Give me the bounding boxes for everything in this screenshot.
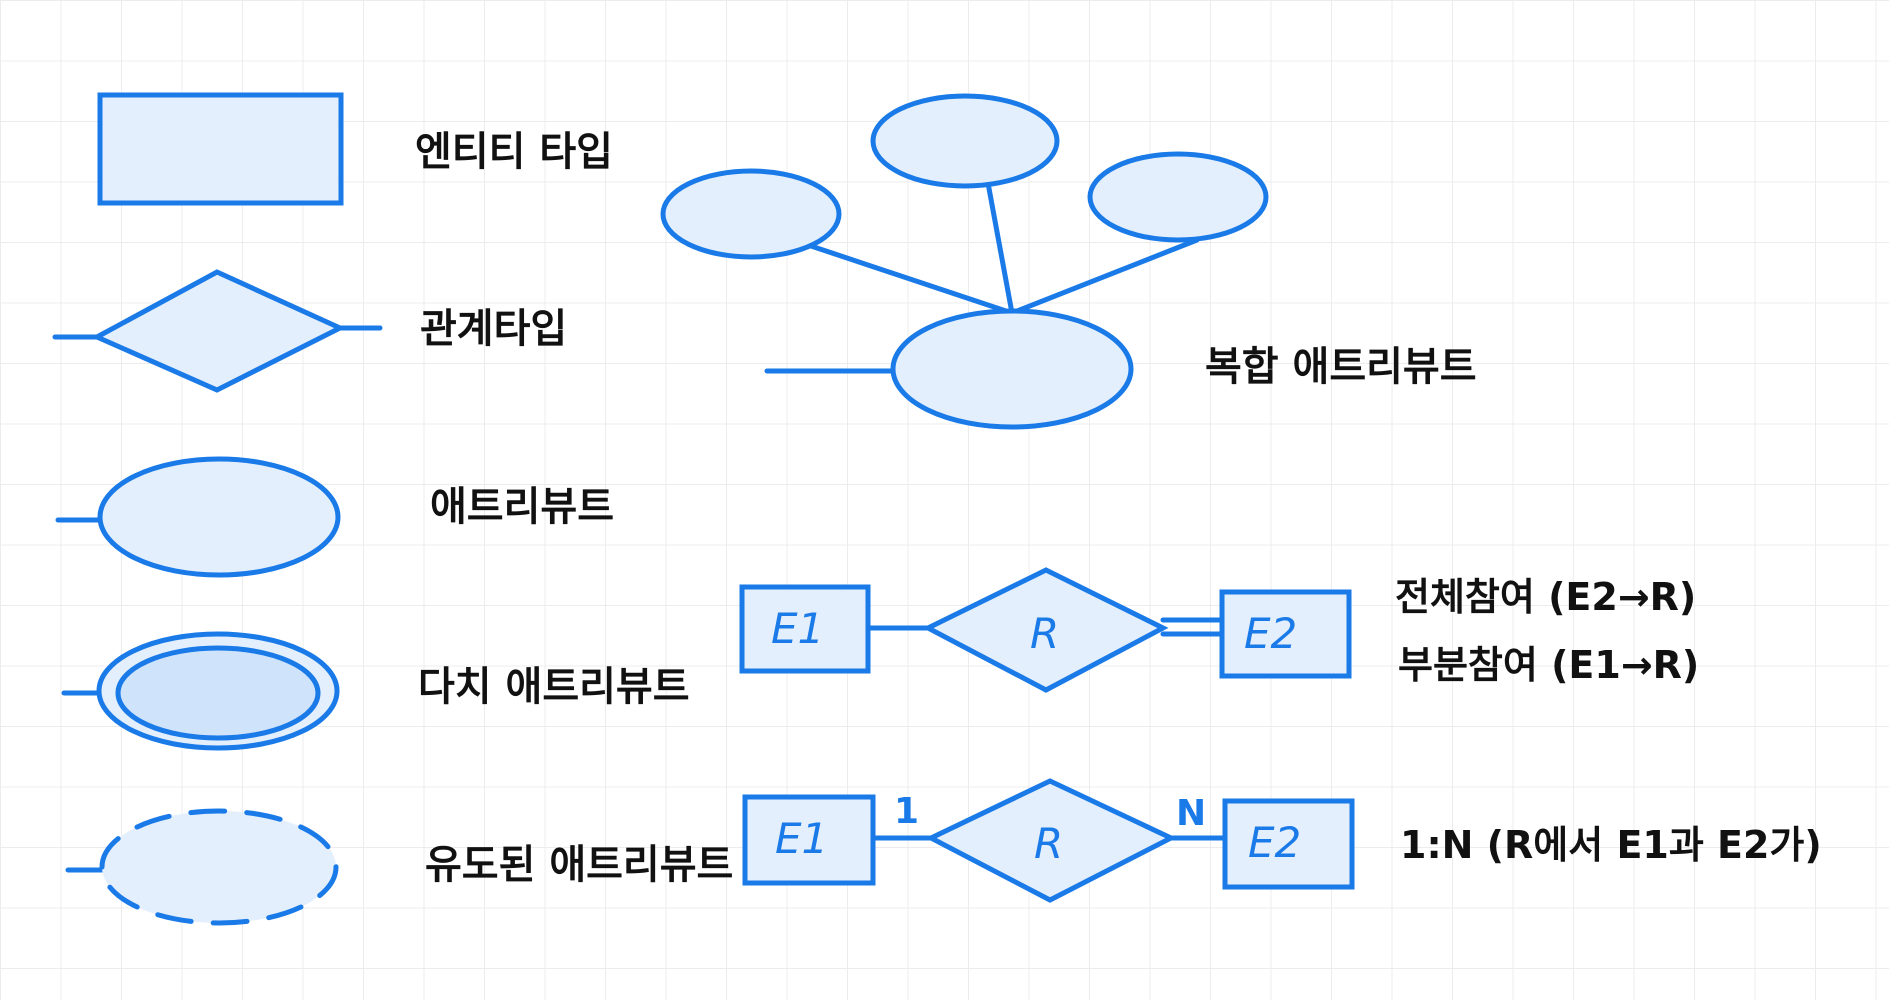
- participation-entity-e1-label: E1: [771, 604, 824, 653]
- derived-attribute-label: 유도된 애트리뷰트: [425, 842, 733, 888]
- cardinality-n-label: N: [1176, 793, 1206, 834]
- multivalued-label: 다치 애트리뷰트: [418, 664, 690, 710]
- multivalued-inner-symbol: [115, 645, 321, 741]
- cardinality-relationship-r-label: R: [1034, 819, 1063, 868]
- relationship-type-symbol: [91, 269, 346, 393]
- composite-link-left: [805, 242, 1015, 316]
- partial-participation-note: 부분참여 (E1→R): [1398, 643, 1699, 687]
- entity-type-symbol: [97, 92, 344, 206]
- composite-sub-attribute-left: [660, 168, 842, 260]
- composite-sub-attribute-right: [1087, 151, 1269, 243]
- derived-attribute-symbol: [99, 808, 339, 926]
- cardinality-note: 1:N (R에서 E1과 E2가): [1400, 823, 1822, 867]
- composite-link-right: [1009, 237, 1200, 316]
- cardinality-relationship-r: [925, 778, 1177, 903]
- cardinality-entity-e2-label: E2: [1248, 818, 1301, 867]
- participation-relationship-r: [922, 567, 1169, 693]
- participation-relationship-r-label: R: [1030, 609, 1059, 658]
- composite-sub-attribute-top: [870, 93, 1060, 189]
- cardinality-one-label: 1: [894, 791, 919, 832]
- participation-entity-e2: [1219, 589, 1352, 679]
- total-participation-note: 전체참여 (E2→R): [1395, 575, 1696, 619]
- composite-attribute-symbol: [890, 308, 1134, 430]
- cardinality-entity-e2: [1222, 798, 1355, 890]
- participation-entity-e1: [739, 584, 871, 674]
- relationship-type-label: 관계타입: [420, 306, 567, 352]
- attribute-label: 애트리뷰트: [430, 484, 614, 530]
- participation-entity-e2-label: E2: [1244, 609, 1297, 658]
- composite-link-top: [985, 180, 1015, 316]
- cardinality-entity-e1: [742, 794, 876, 886]
- cardinality-entity-e1-label: E1: [775, 814, 828, 863]
- attribute-symbol: [97, 456, 341, 578]
- entity-type-label: 엔티티 타입: [415, 129, 613, 175]
- composite-attribute-label: 복합 애트리뷰트: [1205, 344, 1477, 390]
